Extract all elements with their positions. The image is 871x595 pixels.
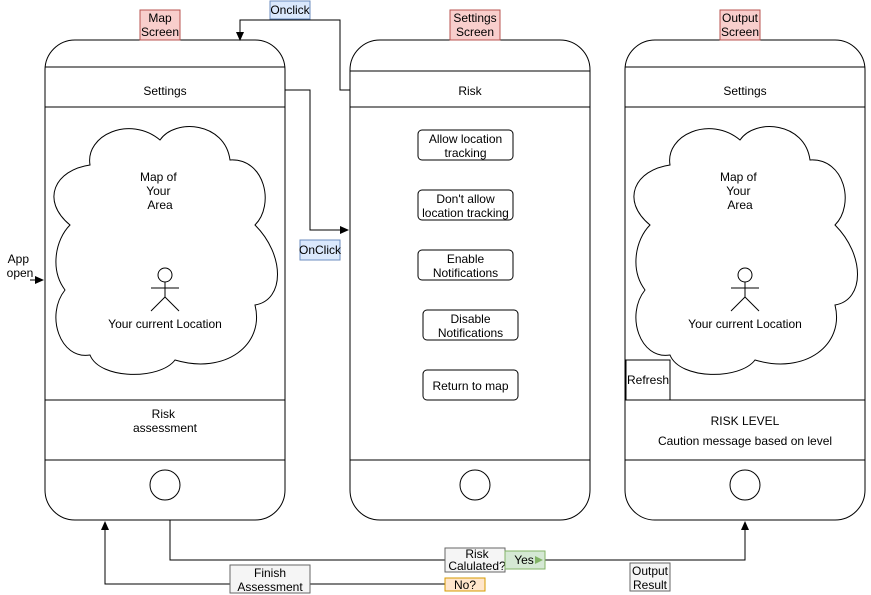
onclick-to-settings-arrow — [285, 89, 349, 234]
to-decision-line — [169, 520, 445, 561]
svg-text:No?: No? — [454, 578, 476, 592]
return-to-map-button[interactable]: Return to map — [422, 369, 519, 401]
user-figure-icon — [730, 267, 760, 312]
svg-text:Yes: Yes — [514, 553, 534, 567]
refresh-button[interactable]: Refresh — [625, 359, 671, 401]
svg-text:Return to map: Return to map — [432, 379, 508, 393]
svg-text:Refresh: Refresh — [627, 373, 669, 387]
output-map-area-text: Map of Your Area — [720, 170, 760, 212]
risk-level-label: RISK LEVEL — [711, 414, 780, 428]
no-to-map-arrow — [101, 521, 445, 585]
output-screen-phone: Settings Map of Your Area Your current L… — [624, 39, 866, 521]
home-button-icon[interactable] — [459, 469, 491, 501]
user-figure-icon — [150, 267, 180, 312]
app-open-label: App open — [7, 252, 34, 280]
no-label: No? — [444, 577, 486, 592]
svg-text:OnClick: OnClick — [299, 243, 342, 257]
settings-top-bar-label: Risk — [458, 84, 482, 98]
yes-to-output-arrow — [545, 521, 749, 561]
yes-label: Yes — [504, 550, 546, 570]
svg-text:Onclick: Onclick — [270, 3, 310, 17]
output-top-bar-label[interactable]: Settings — [723, 84, 766, 98]
map-cloud[interactable] — [53, 126, 278, 375]
caution-message-label: Caution message based on level — [658, 434, 832, 448]
map-area-text: Map of Your Area — [140, 170, 180, 212]
current-location-label: Your current Location — [108, 317, 222, 331]
onclick-top-label: Onclick — [269, 0, 311, 20]
map-top-bar-label[interactable]: Settings — [143, 84, 186, 98]
home-button-icon[interactable] — [729, 469, 761, 501]
onclick-to-map-arrow — [236, 19, 350, 91]
output-current-location-label: Your current Location — [688, 317, 802, 331]
onclick-mid-label: OnClick — [299, 239, 342, 261]
home-button-icon[interactable] — [149, 469, 181, 501]
output-map-cloud[interactable] — [633, 126, 858, 375]
risk-assessment-label[interactable]: Risk assessment — [133, 407, 198, 435]
map-screen-phone: Settings Map of Your Area Your current L… — [44, 39, 286, 521]
